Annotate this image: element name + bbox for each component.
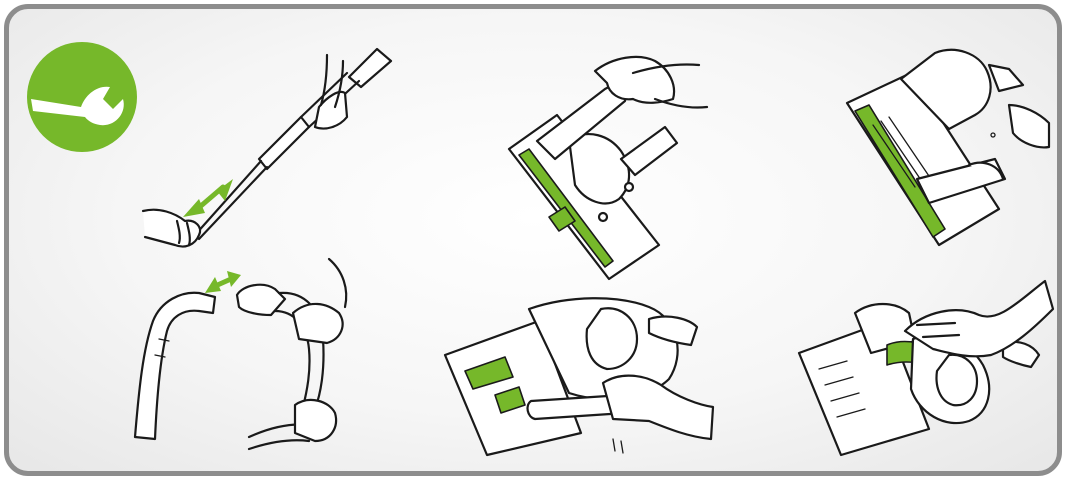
wrench-icon bbox=[27, 42, 137, 152]
nozzle-cover-illustration bbox=[445, 298, 713, 455]
hose-handle-illustration bbox=[135, 259, 346, 449]
floor-nozzle-top-illustration bbox=[509, 57, 707, 279]
instruction-panel bbox=[4, 4, 1062, 476]
nozzle-underside-illustration bbox=[847, 50, 1049, 245]
illustration-canvas bbox=[9, 9, 1062, 476]
detach-arrow-icon bbox=[205, 271, 241, 293]
telescopic-tube-illustration bbox=[143, 49, 391, 247]
brush-roll-illustration bbox=[799, 281, 1053, 455]
